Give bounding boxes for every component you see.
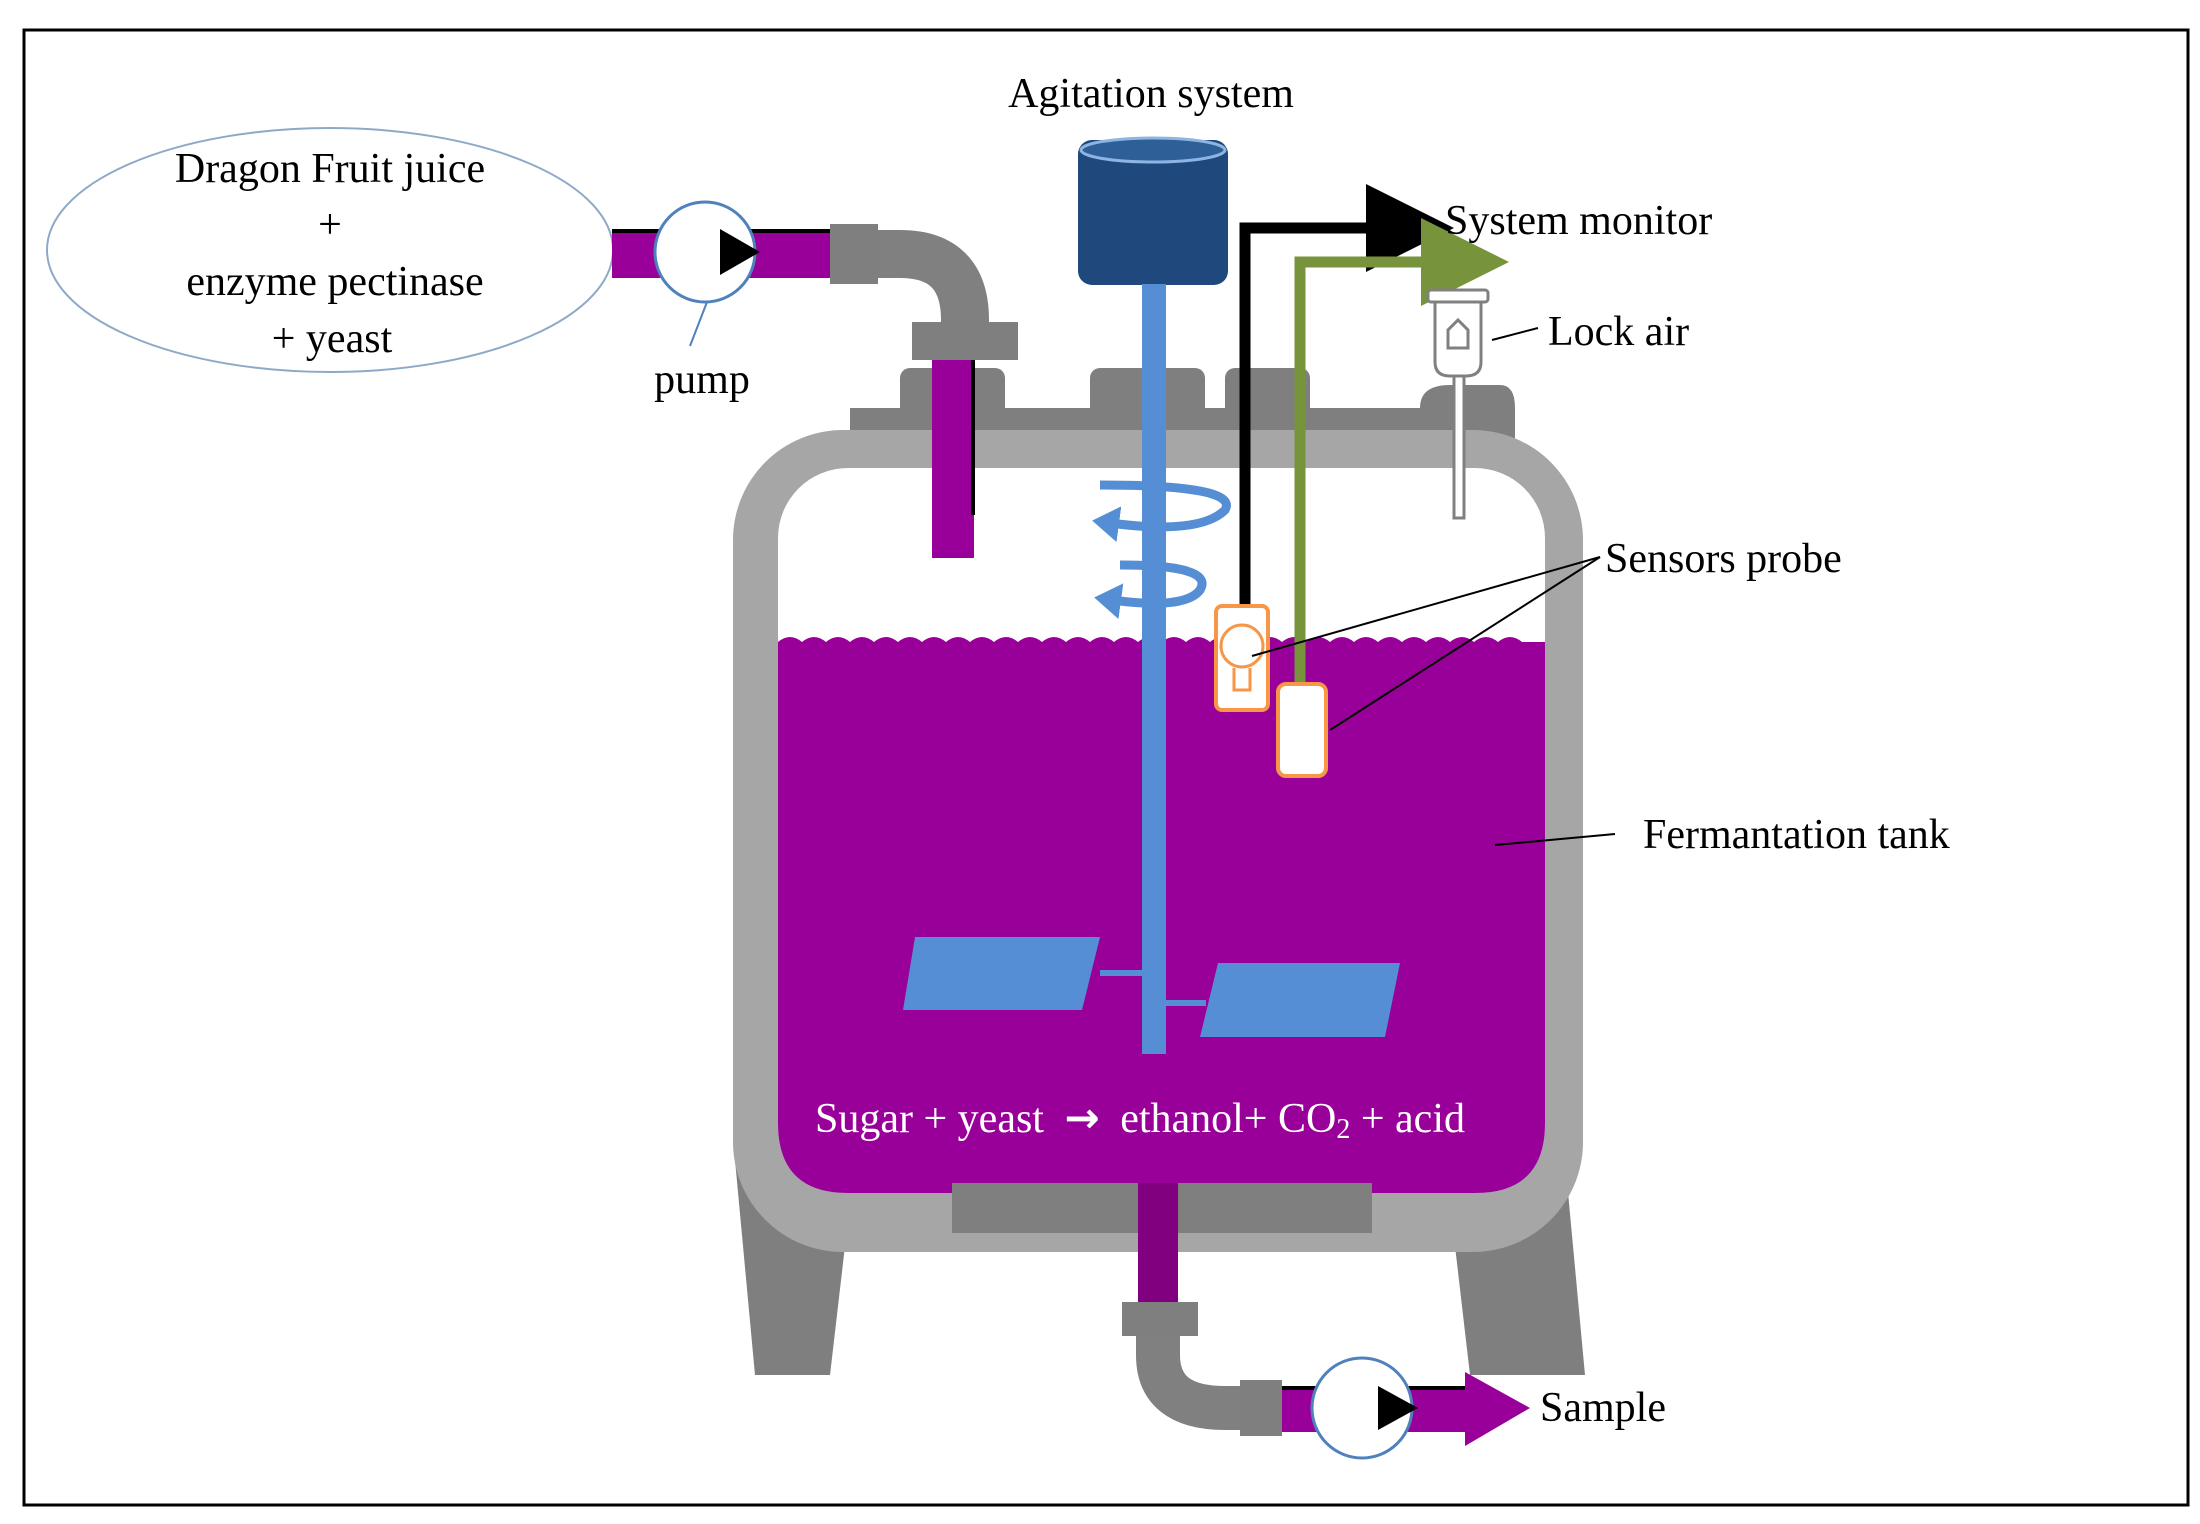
inlet-coupling-2 <box>912 322 1018 360</box>
sample-label: Sample <box>1540 1385 1666 1431</box>
lock-air-leader <box>1491 327 1539 341</box>
reaction-right-a: ethanol+ CO <box>1120 1096 1336 1142</box>
outer-frame <box>22 28 2190 1507</box>
outlet-pipe-down <box>1138 1183 1178 1323</box>
outlet-elbow <box>1136 1336 1250 1430</box>
pump-label: pump <box>654 357 750 403</box>
monitor-line <box>1239 184 1454 608</box>
air-lock-icon <box>1426 288 1490 520</box>
lock-air-label: Lock air <box>1548 309 1689 355</box>
sensor-leader-2 <box>1329 556 1601 731</box>
system-monitor-label: System monitor <box>1445 198 1712 244</box>
reaction-subscript: 2 <box>1336 1114 1350 1145</box>
sensors-probe-label: Sensors probe <box>1605 536 1842 582</box>
inlet-pump-icon <box>653 200 760 304</box>
input-label-line3: enzyme pectinase <box>186 259 483 305</box>
input-label-line1: Dragon Fruit juice <box>175 146 485 192</box>
sensor-probe-2-icon <box>1276 682 1328 778</box>
tank-leader <box>1494 833 1616 846</box>
tank-label: Fermantation tank <box>1643 812 1950 858</box>
inlet-pipe-down <box>932 360 974 558</box>
agitation-label: Agitation system <box>1008 71 1294 117</box>
impeller-blades <box>903 937 1400 1037</box>
inlet-coupling-1 <box>830 224 878 284</box>
pump-leader <box>689 301 708 347</box>
agitator-shaft <box>1142 284 1166 1054</box>
reaction-equation: Sugar + yeast → ethanol+ CO2 + acid <box>815 1093 1465 1145</box>
reaction-right-b: + acid <box>1350 1096 1465 1142</box>
sensor-probe-1-icon <box>1214 604 1270 712</box>
input-label-line2: + <box>318 202 342 248</box>
sensor-leader-1 <box>1251 556 1601 657</box>
input-label-line4: + yeast <box>272 316 393 362</box>
sensor-line <box>1294 218 1509 686</box>
motor-icon <box>1078 136 1228 285</box>
outlet-pump-icon <box>1310 1356 1418 1460</box>
reaction-left: Sugar + yeast <box>815 1096 1044 1142</box>
outlet-arrow-head <box>1465 1372 1530 1446</box>
lid-port-4 <box>1420 385 1515 408</box>
reaction-arrow: → <box>1064 1093 1099 1142</box>
inlet-elbow <box>878 230 989 335</box>
outlet-coupling-1 <box>1122 1302 1198 1336</box>
outlet-coupling-2 <box>1240 1380 1282 1436</box>
rotation-swirl-icon <box>1092 480 1231 620</box>
